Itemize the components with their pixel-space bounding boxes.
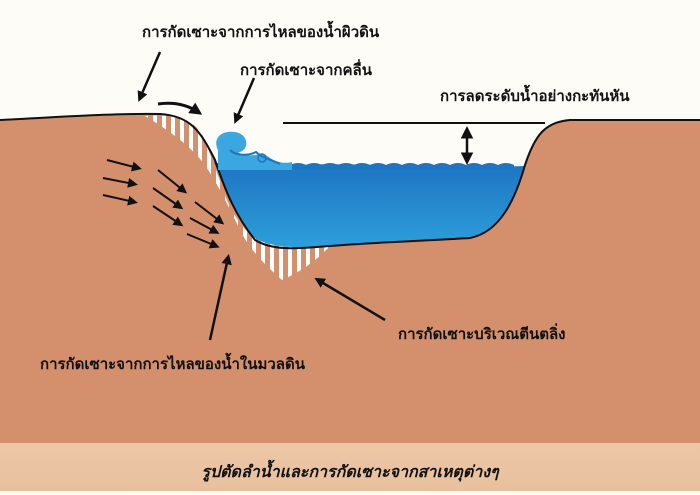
water-surface-ripples	[290, 163, 514, 169]
wave-icon	[216, 131, 292, 170]
diagram-caption: รูปตัดลำน้ำและการกัดเซาะจากสาเหตุต่างๆ	[201, 462, 499, 481]
runoff-curve-arrow	[157, 101, 203, 115]
label-subsurface-flow-erosion: การกัดเซาะจากการไหลของน้ำในมวลดิน	[40, 355, 305, 373]
surface-runoff-arrow	[137, 51, 162, 102]
label-wave-erosion: การกัดเซาะจากคลื่น	[240, 61, 372, 79]
label-surface-runoff-erosion: การกัดเซาะจากการไหลของน้ำผิวดิน	[142, 23, 380, 41]
bank-outline	[0, 112, 700, 250]
river-water	[214, 162, 525, 249]
caption-bar	[0, 443, 700, 491]
wave-erosion-arrow	[233, 77, 256, 124]
label-toe-erosion: การกัดเซาะบริเวณตีนตลิ่ง	[398, 325, 566, 343]
toe-erosion-arrow	[314, 277, 386, 322]
seepage-arrows	[102, 159, 225, 249]
subsurface-flow-arrow	[208, 253, 232, 341]
label-sudden-drawdown: การลดระดับน้ำอย่างกะทันหัน	[440, 87, 630, 105]
soil-bank	[0, 113, 700, 443]
